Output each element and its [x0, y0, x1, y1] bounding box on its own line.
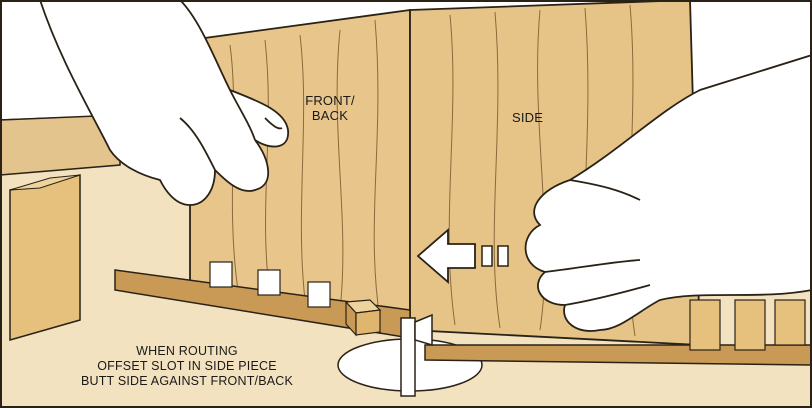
caption: WHEN ROUTING OFFSET SLOT IN SIDE PIECE B…: [22, 344, 352, 389]
caption-line: BUTT SIDE AGAINST FRONT/BACK: [22, 374, 352, 389]
template-key: [346, 300, 380, 335]
caption-line: OFFSET SLOT IN SIDE PIECE: [22, 359, 352, 374]
side-label: SIDE: [512, 110, 543, 125]
front-back-label-line: FRONT/: [300, 93, 360, 108]
front-back-label: FRONT/ BACK: [300, 93, 360, 123]
fence-block: [10, 175, 80, 340]
caption-line: WHEN ROUTING: [22, 344, 352, 359]
right-fingers: [690, 300, 805, 350]
front-back-label-line: BACK: [300, 108, 360, 123]
